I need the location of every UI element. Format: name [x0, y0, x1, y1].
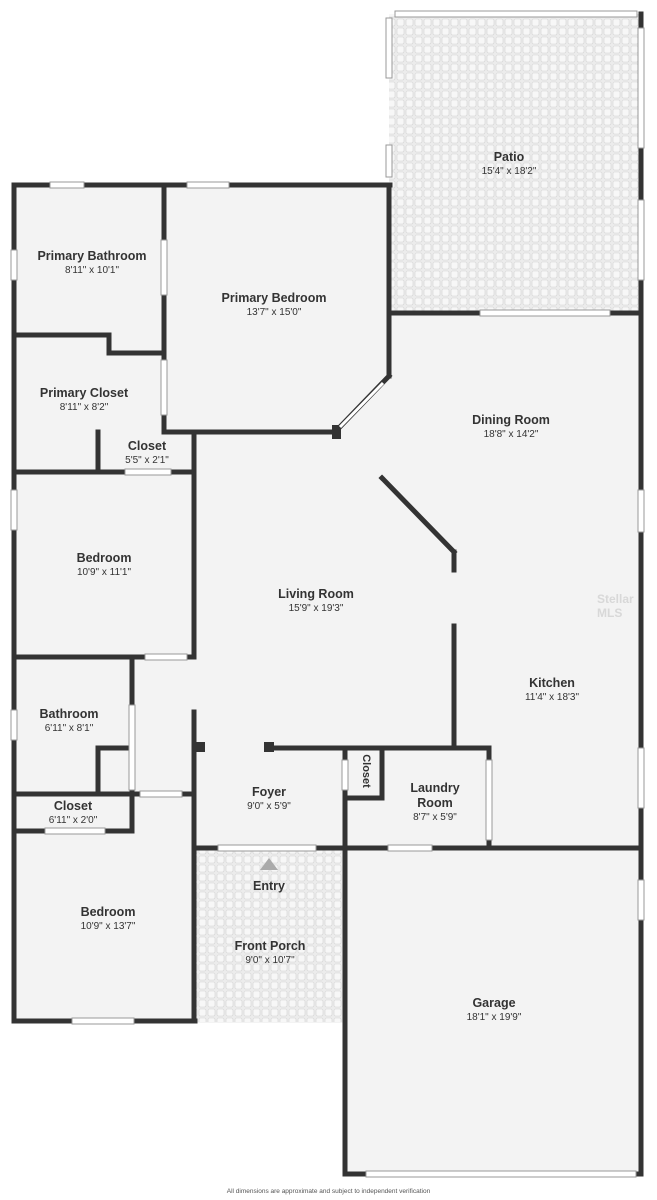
room-dimensions: 10'9" x 11'1"	[76, 567, 132, 578]
room-name: Living Room	[278, 587, 354, 601]
room-name: Primary Bedroom	[221, 291, 327, 305]
room-bedroom: Bedroom 10'9" x 11'1"	[77, 551, 132, 580]
room-dimensions: 6'11" x 2'0"	[48, 815, 98, 826]
room-foyer-closet: Closet	[360, 754, 372, 788]
patio-paving	[389, 14, 642, 314]
room-entry: Entry	[253, 879, 285, 894]
room-name: Kitchen	[529, 676, 575, 690]
room-front-porch: Front Porch 9'0" x 10'7"	[235, 939, 306, 968]
room-primary-bedroom: Primary Bedroom 13'7" x 15'0"	[222, 291, 327, 320]
room-hall-closet: Closet 6'11" x 2'0"	[49, 799, 98, 828]
watermark: Stellar MLS	[597, 592, 634, 620]
room-name: Patio	[493, 150, 525, 164]
room-dimensions: 5'5" x 2'1"	[125, 455, 169, 466]
room-dimensions: 18'1" x 19'9"	[466, 1012, 522, 1023]
room-patio: Patio 15'4" x 18'2"	[482, 150, 537, 179]
windows	[10, 10, 645, 1178]
room-name: Bedroom	[80, 905, 136, 919]
room-dimensions: 13'7" x 15'0"	[246, 307, 302, 318]
room-name: Closet	[53, 799, 93, 813]
room-primary-bathroom: Primary Bathroom 8'11" x 10'1"	[37, 249, 146, 278]
room-closet: Closet 5'5" x 2'1"	[125, 439, 169, 468]
room-dimensions: 15'4" x 18'2"	[481, 166, 537, 177]
room-dining-room: Dining Room 18'8" x 14'2"	[472, 413, 550, 442]
room-bathroom: Bathroom 6'11" x 8'1"	[39, 707, 98, 736]
room-name: Entry	[253, 879, 285, 893]
room-name: Closet	[127, 439, 167, 453]
wall-stubs	[195, 425, 341, 752]
column	[195, 742, 205, 752]
room-living-room: Living Room 15'9" x 19'3"	[278, 587, 354, 616]
room-dimensions: 9'0" x 5'9"	[247, 801, 291, 812]
room-dimensions: 8'7" x 5'9"	[413, 812, 457, 823]
room-foyer: Foyer 9'0" x 5'9"	[247, 785, 291, 814]
room-name: Garage	[472, 996, 516, 1010]
room-name: Bedroom	[76, 551, 132, 565]
room-dimensions: 15'9" x 19'3"	[288, 603, 344, 614]
room-dimensions: 6'11" x 8'1"	[44, 723, 94, 734]
room-dimensions: 10'9" x 13'7"	[80, 921, 136, 932]
room-dimensions: 11'4" x 18'3"	[524, 692, 580, 703]
room-laundry: Laundry Room 8'7" x 5'9"	[400, 781, 470, 825]
column	[264, 742, 274, 752]
room-dimensions: 8'11" x 10'1"	[64, 265, 120, 276]
room-bedroom-2: Bedroom 10'9" x 13'7"	[81, 905, 136, 934]
floor-fills	[15, 14, 643, 1175]
room-name: Foyer	[251, 785, 287, 799]
room-name: Primary Closet	[39, 386, 129, 400]
room-name: Bathroom	[39, 707, 99, 721]
room-garage: Garage 18'1" x 19'9"	[467, 996, 522, 1025]
door-opening	[338, 381, 385, 429]
disclaimer: All dimensions are approximate and subje…	[226, 1188, 431, 1195]
room-dimensions: 18'8" x 14'2"	[483, 429, 539, 440]
room-dimensions: 8'11" x 8'2"	[59, 402, 109, 413]
room-name: Laundry Room	[410, 781, 460, 810]
room-primary-closet: Primary Closet 8'11" x 8'2"	[40, 386, 128, 415]
room-dimensions: 9'0" x 10'7"	[245, 955, 295, 966]
room-name: Front Porch	[234, 939, 306, 953]
porch-paving	[196, 848, 344, 1022]
room-kitchen: Kitchen 11'4" x 18'3"	[525, 676, 579, 705]
room-name: Primary Bathroom	[37, 249, 147, 263]
room-name: Dining Room	[472, 413, 550, 427]
entry-arrow-icon	[260, 858, 278, 870]
column	[332, 425, 341, 439]
